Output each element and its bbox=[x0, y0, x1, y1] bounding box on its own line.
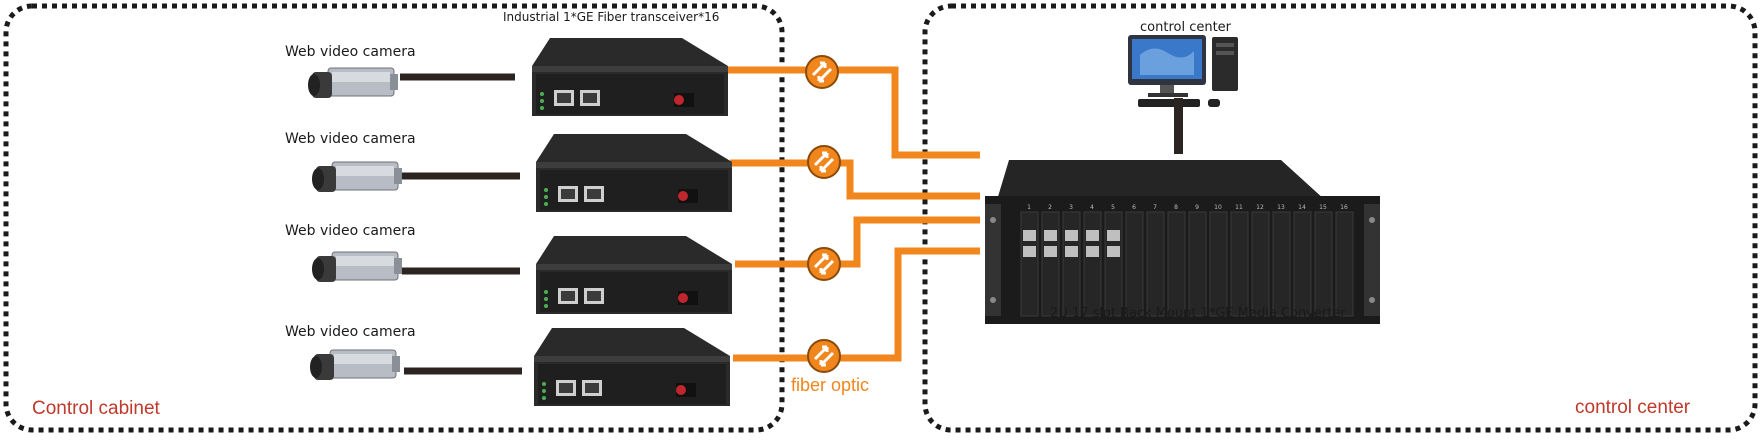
pc-link-cable bbox=[1174, 98, 1183, 154]
rack-port bbox=[1023, 230, 1036, 241]
fiber-converter-icons bbox=[805, 55, 841, 373]
camera-icon bbox=[308, 67, 398, 98]
fiber-link-2 bbox=[730, 159, 980, 200]
rack-slot-number: 5 bbox=[1111, 204, 1115, 211]
rack-label: 2U 17 slot Rack Mount 1*GE Media Convert… bbox=[1050, 306, 1346, 321]
fiber-converter-icon bbox=[807, 339, 841, 373]
rack-slot bbox=[1230, 211, 1249, 317]
rack-port bbox=[1023, 246, 1036, 257]
camera-label: Web video camera bbox=[285, 223, 416, 239]
rack-port bbox=[1065, 246, 1078, 257]
rack-port bbox=[1107, 230, 1120, 241]
transceiver-group-title: Industrial 1*GE Fiber transceiver*16 bbox=[503, 10, 720, 24]
rack-slot-number: 8 bbox=[1174, 204, 1178, 211]
control-cabinet-label: Control cabinet bbox=[32, 398, 160, 419]
rack-slot bbox=[1104, 211, 1123, 317]
transceivers bbox=[532, 38, 732, 406]
fiber-converter-icon bbox=[807, 247, 841, 281]
rack-port bbox=[1044, 246, 1057, 257]
camera-icon bbox=[312, 161, 402, 192]
rack-slot bbox=[1251, 211, 1270, 317]
rack-slot-number: 1 bbox=[1027, 204, 1031, 211]
rack-port bbox=[1086, 246, 1099, 257]
rack-slot bbox=[1041, 211, 1060, 317]
fiber-transceiver bbox=[536, 236, 732, 314]
rack-slot bbox=[1314, 211, 1333, 317]
rack-port bbox=[1044, 230, 1057, 241]
fiber-converter-icon bbox=[807, 145, 841, 179]
control-cabinet-zone bbox=[3, 3, 785, 433]
rack-slot bbox=[1293, 211, 1312, 317]
rack-slot bbox=[1209, 211, 1228, 317]
rack-slot-number: 6 bbox=[1132, 204, 1136, 211]
rack-slot bbox=[1335, 211, 1354, 317]
pc-label: control center bbox=[1140, 20, 1232, 35]
rack-slot bbox=[1188, 211, 1207, 317]
fiber-optic-label: fiber optic bbox=[791, 375, 870, 395]
fiber-link-1 bbox=[728, 66, 980, 159]
fiber-converter-icon bbox=[805, 55, 839, 89]
rack-slot bbox=[1146, 211, 1165, 317]
control-center-zone bbox=[922, 3, 1758, 433]
fiber-transceiver bbox=[532, 38, 728, 116]
rack-slot bbox=[1167, 211, 1186, 317]
cameras bbox=[308, 67, 402, 380]
camera-label: Web video camera bbox=[285, 131, 416, 147]
rack-slot-number: 9 bbox=[1195, 204, 1199, 211]
camera-icon bbox=[312, 251, 402, 282]
rack-slot-number: 2 bbox=[1048, 204, 1052, 211]
rack-slot bbox=[1125, 211, 1144, 317]
rack-slot-number: 13 bbox=[1277, 204, 1285, 211]
rack-slot-number: 14 bbox=[1298, 204, 1306, 211]
rack-slot bbox=[1020, 211, 1039, 317]
rack-slot-number: 4 bbox=[1090, 204, 1094, 211]
fiber-transceiver bbox=[536, 134, 732, 212]
rack-slot-number: 12 bbox=[1256, 204, 1264, 211]
camera-label: Web video camera bbox=[285, 44, 416, 60]
rack-slot-number: 3 bbox=[1069, 204, 1073, 211]
control-center-zone-label: control center bbox=[1575, 397, 1691, 418]
fiber-link-3 bbox=[735, 216, 980, 268]
rack-slot bbox=[1083, 211, 1102, 317]
fiber-transceiver bbox=[534, 328, 730, 406]
rack-port bbox=[1065, 230, 1078, 241]
rack-slot-number: 15 bbox=[1319, 204, 1327, 211]
rack-slot bbox=[1062, 211, 1081, 317]
fiber-links bbox=[728, 66, 980, 362]
camera-label: Web video camera bbox=[285, 324, 416, 340]
rack-slot bbox=[1272, 211, 1291, 317]
rack-slot-number: 16 bbox=[1340, 204, 1348, 211]
computer-icon bbox=[1128, 35, 1238, 107]
camera-icon bbox=[310, 349, 400, 380]
rack-slot-number: 10 bbox=[1214, 204, 1222, 211]
rack-slot-number: 7 bbox=[1153, 204, 1157, 211]
rack-port bbox=[1086, 230, 1099, 241]
rack-port bbox=[1107, 246, 1120, 257]
ethernet-cables bbox=[400, 73, 522, 375]
rack-slot-number: 11 bbox=[1235, 204, 1243, 211]
